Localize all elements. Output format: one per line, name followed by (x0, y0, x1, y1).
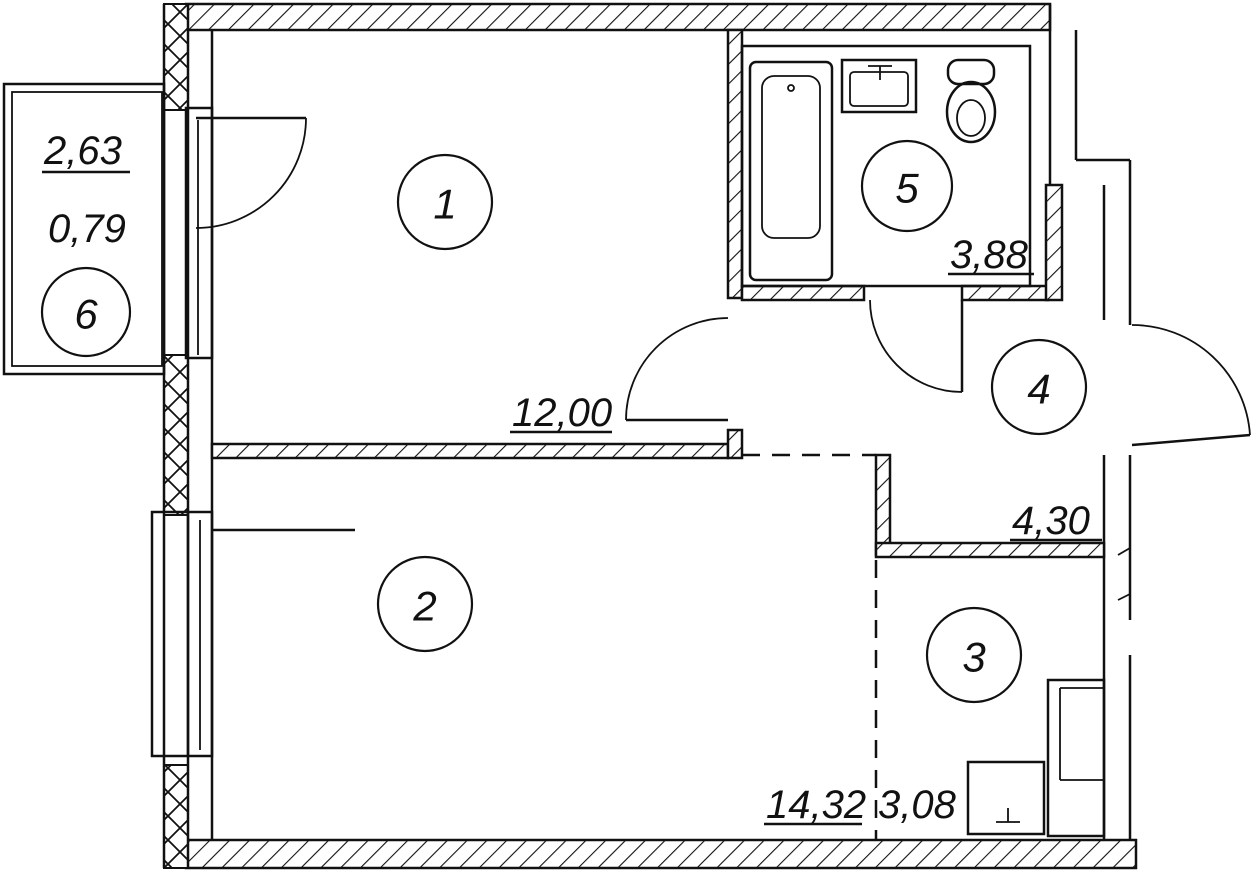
area-labels: 12,00 14,32 3,08 4,30 3,88 2,63 0,79 (42, 129, 1102, 827)
room-5-number: 5 (895, 165, 919, 212)
room-5: 5 (860, 139, 954, 233)
internal-walls (210, 28, 1106, 840)
room-6: 6 (40, 266, 132, 358)
room-4-number: 4 (1027, 366, 1050, 413)
balcony-door (195, 116, 307, 229)
balcony (2, 82, 166, 376)
room-5-area: 3,88 (950, 233, 1029, 277)
washbasin-icon (840, 58, 918, 114)
toilet-icon (945, 58, 997, 144)
room-2-area: 14,32 (766, 783, 866, 827)
outer-walls (162, 2, 1138, 870)
room-2: 2 (376, 555, 474, 653)
kitchen-sink-icon (966, 760, 1046, 836)
room-6-area-reduced: 0,79 (48, 207, 126, 251)
window-frames (150, 106, 355, 758)
room-4-area: 4,30 (1012, 499, 1090, 543)
room-2-number: 2 (412, 583, 436, 630)
room-3: 3 (925, 606, 1023, 704)
room-1-area: 12,00 (512, 391, 612, 435)
room-3-number: 3 (962, 634, 985, 681)
room-6-area: 2,63 (43, 129, 122, 173)
room-6-number: 6 (74, 291, 98, 338)
room-3-area: 3,08 (878, 783, 957, 827)
room-1-number: 1 (433, 181, 456, 228)
bathtub-icon (748, 60, 834, 282)
door-swings (625, 299, 1251, 447)
room-4: 4 (990, 338, 1088, 436)
room-1: 1 (396, 153, 494, 251)
kitchen-counter (1046, 678, 1106, 838)
